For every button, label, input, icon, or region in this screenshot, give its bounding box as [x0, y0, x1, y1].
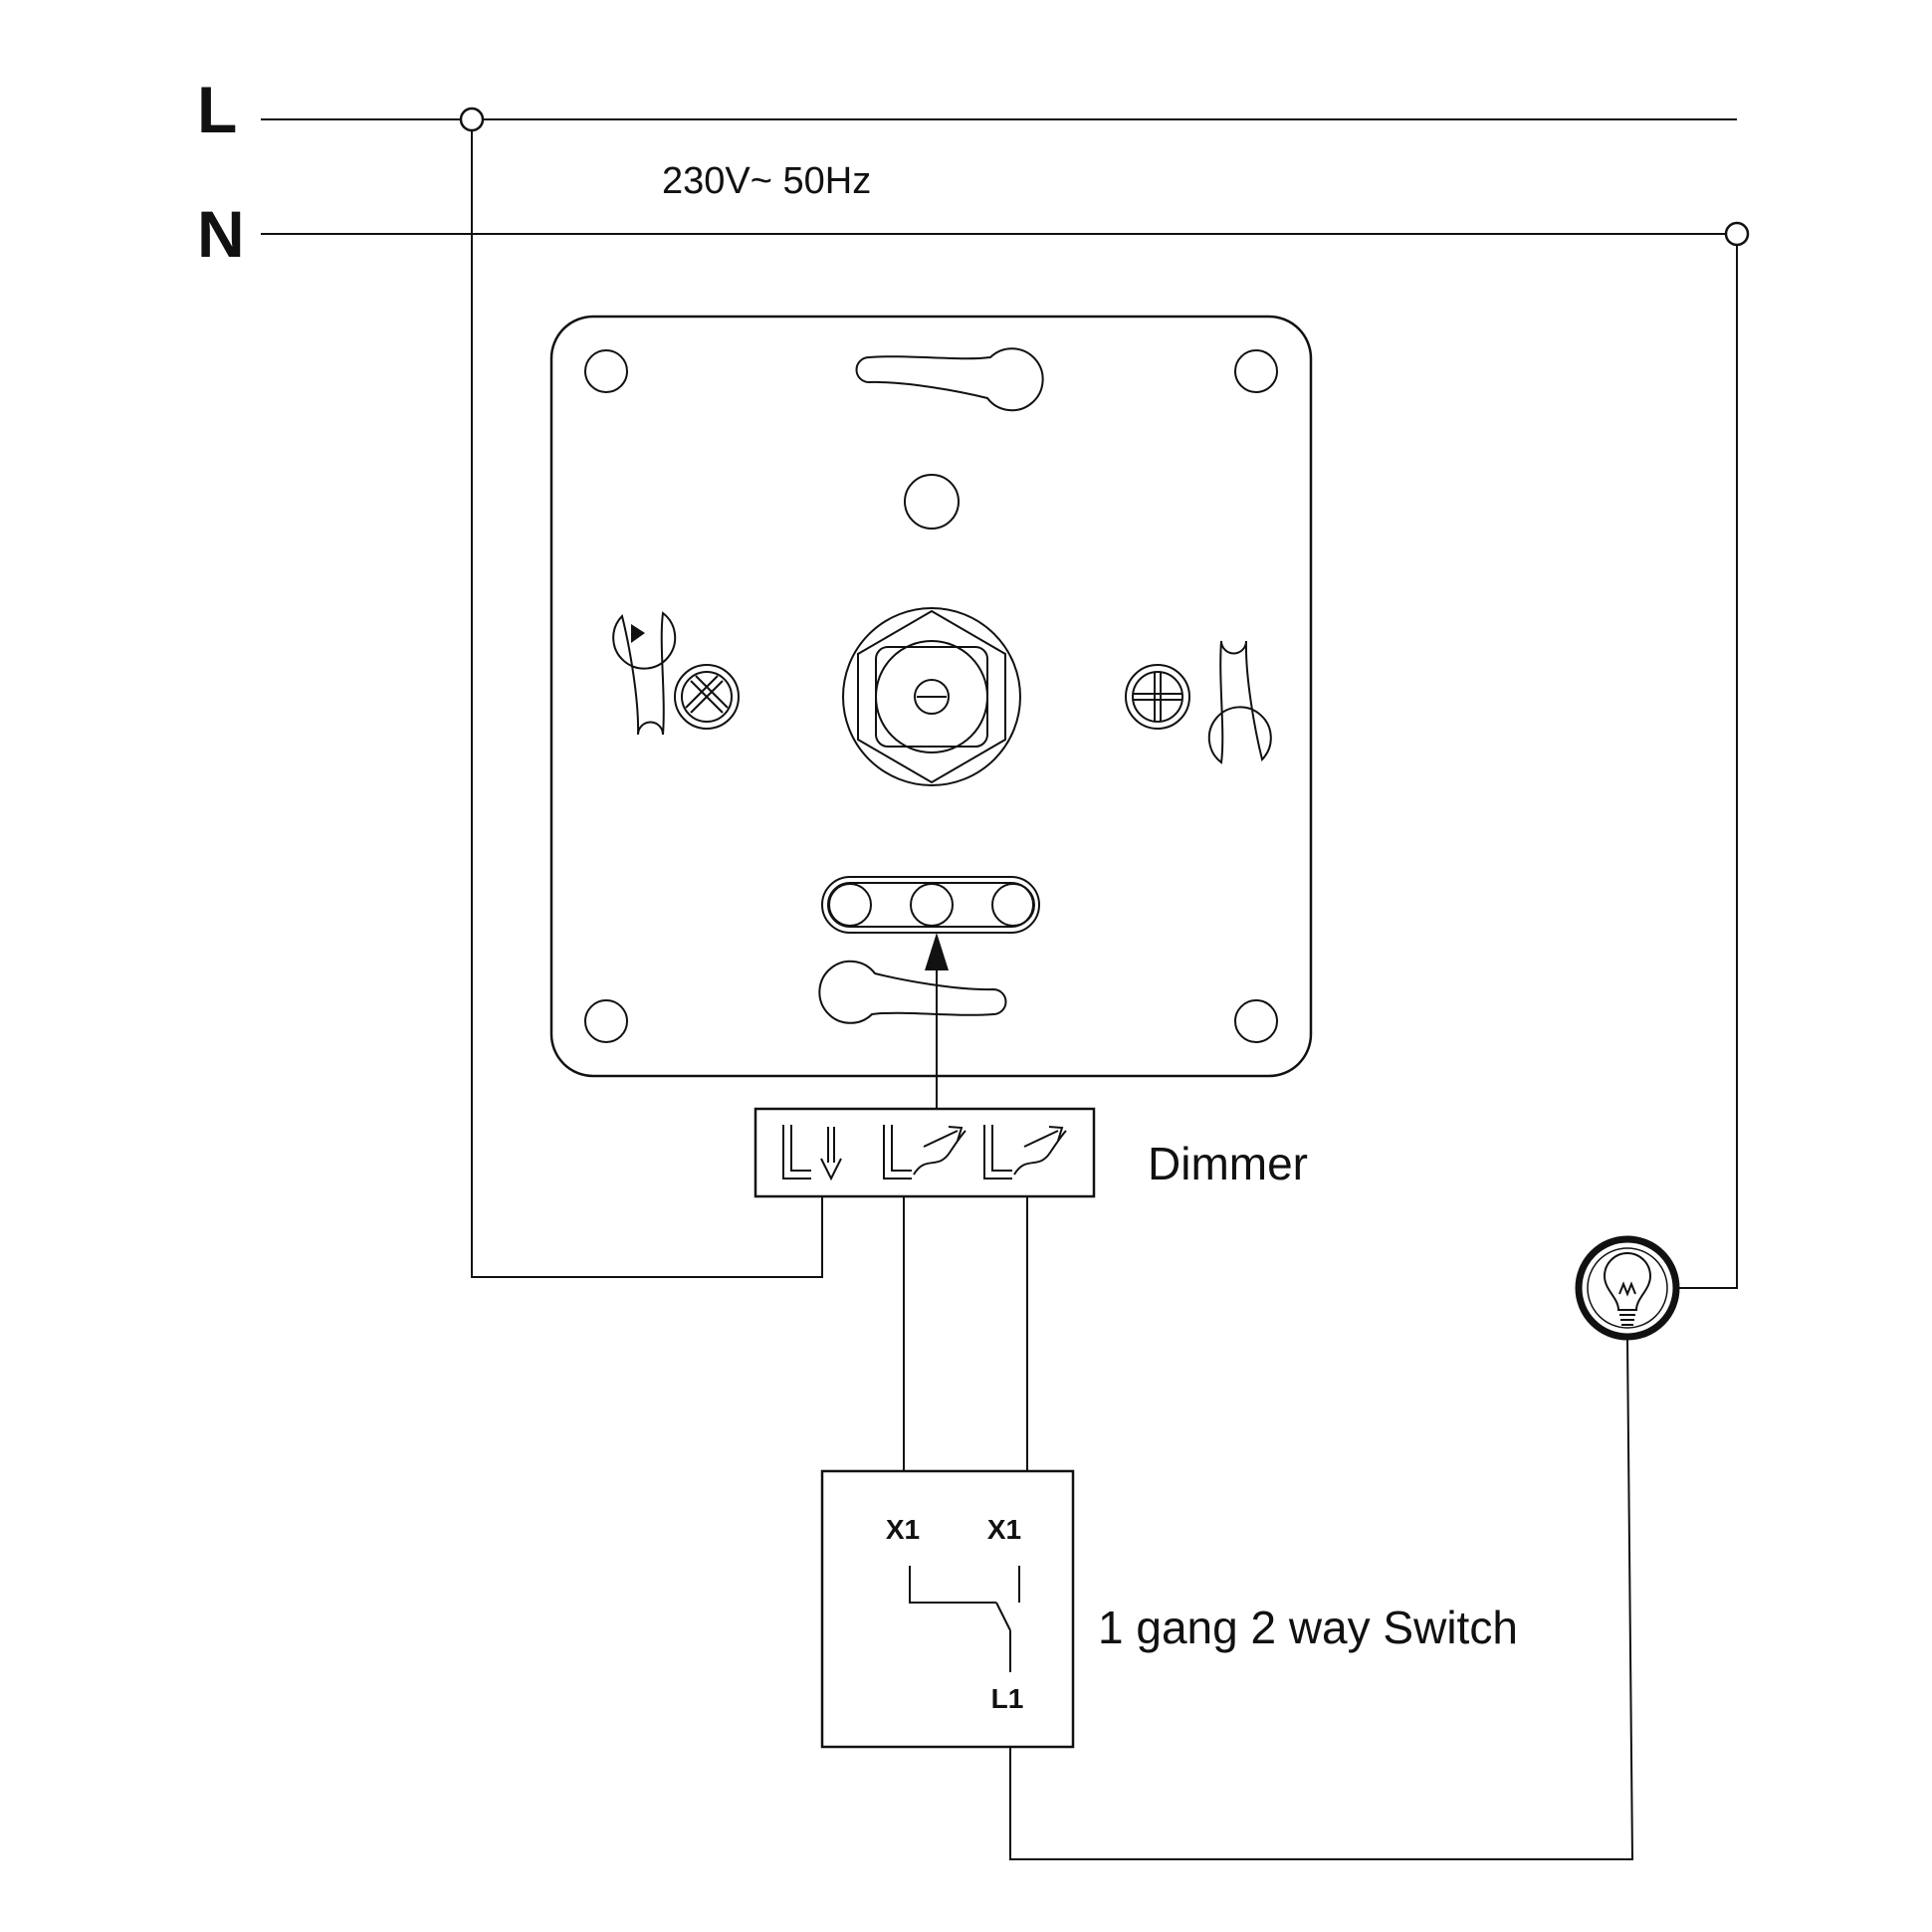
switch-label: 1 gang 2 way Switch	[1098, 1602, 1518, 1653]
switch-contact-left	[909, 1566, 996, 1604]
terminal-symbol-line-in	[782, 1125, 842, 1181]
line-junction	[459, 107, 485, 132]
wire-switch-to-lamp	[1009, 1338, 1634, 1860]
voltage-label: 230V~ 50Hz	[662, 160, 871, 202]
supply-rails: L N 230V~ 50Hz	[197, 73, 1750, 271]
mounting-hole-bottom-right	[1234, 999, 1278, 1043]
keyhole-slot-right	[1207, 640, 1272, 764]
dimmer-label: Dimmer	[1148, 1138, 1308, 1189]
switch-terminal-x1-right: X1	[987, 1514, 1021, 1545]
switch-outline	[820, 1469, 1075, 1749]
lamp-icon	[1575, 1235, 1680, 1341]
indicator-window	[821, 876, 1040, 934]
neutral-rail-label: N	[197, 197, 245, 271]
mounting-hole-top-right	[1234, 349, 1278, 393]
wires	[471, 130, 1738, 1860]
terminal-symbol-dimmed-out-1	[883, 1125, 966, 1180]
dimmer-plate	[549, 315, 1313, 1109]
switch-terminal-l1: L1	[991, 1683, 1024, 1714]
keyhole-slot-bottom	[818, 960, 1007, 1024]
terminal-symbol-dimmed-out-2	[983, 1125, 1067, 1180]
mounting-hole-top-left	[584, 349, 628, 393]
neutral-junction	[1724, 221, 1750, 247]
switch-terminal-x1-left: X1	[886, 1514, 920, 1545]
mounting-hole-bottom-left	[584, 999, 628, 1043]
line-rail-label: L	[197, 73, 237, 146]
keyhole-slot-top	[855, 347, 1044, 412]
screw-icon-left	[674, 664, 740, 730]
wire-neutral-to-lamp	[1678, 245, 1738, 1289]
arrow-up-icon	[925, 933, 949, 1109]
keyhole-slot-left	[612, 611, 677, 736]
dimmer-terminal-outline	[753, 1107, 1096, 1198]
potentiometer-shaft-icon	[842, 607, 1021, 786]
screw-icon-right	[1125, 664, 1190, 730]
two-way-switch: X1 X1 L1 1 gang 2 way Switch	[820, 1469, 1518, 1749]
dimmer-terminal-block: Dimmer	[753, 1107, 1308, 1198]
switch-lever	[995, 1602, 1011, 1631]
wire-line-to-dimmer	[471, 130, 823, 1278]
keyhole-notch-left	[631, 624, 645, 643]
center-top-hole	[904, 474, 960, 530]
